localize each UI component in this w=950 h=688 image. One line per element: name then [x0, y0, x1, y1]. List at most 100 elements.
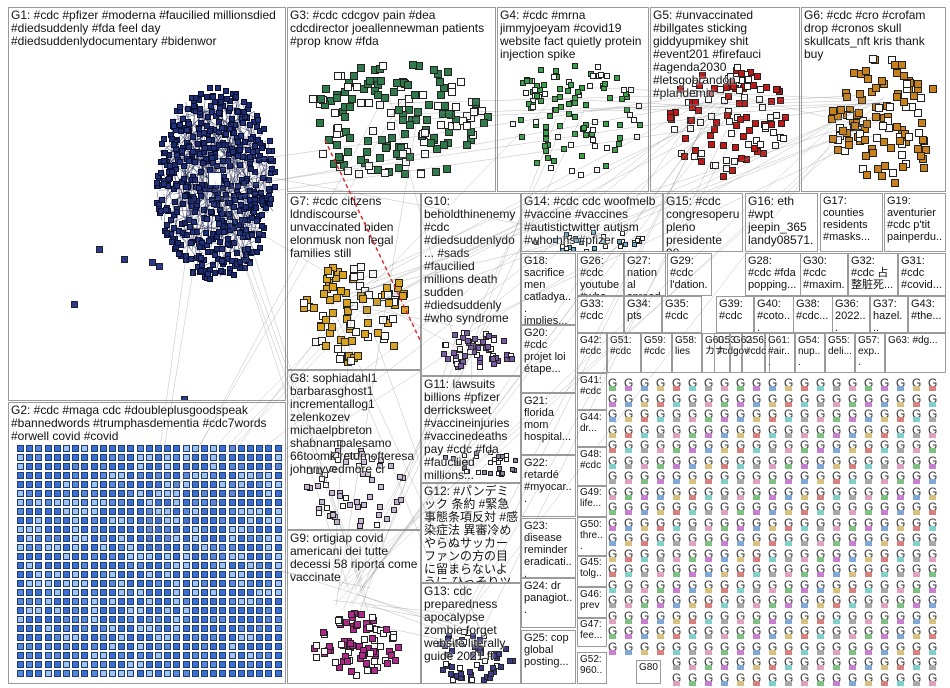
node[interactable]	[834, 146, 843, 155]
node[interactable]	[609, 401, 616, 407]
node[interactable]	[657, 417, 664, 422]
node[interactable]	[35, 553, 43, 560]
node[interactable]	[118, 634, 126, 641]
node[interactable]	[227, 105, 234, 112]
node[interactable]	[865, 510, 872, 515]
node[interactable]	[118, 553, 126, 560]
node[interactable]	[109, 535, 116, 542]
node[interactable]	[182, 661, 190, 668]
node[interactable]	[118, 445, 126, 452]
node[interactable]	[260, 126, 267, 133]
node[interactable]	[346, 357, 355, 366]
node[interactable]	[753, 618, 760, 624]
node[interactable]	[265, 616, 273, 623]
node[interactable]	[191, 454, 199, 461]
node[interactable]	[158, 208, 165, 215]
node[interactable]	[26, 445, 34, 452]
node[interactable]	[673, 634, 680, 639]
node[interactable]	[929, 680, 936, 686]
node[interactable]	[63, 598, 70, 605]
node[interactable]	[502, 646, 509, 653]
node[interactable]	[81, 481, 89, 488]
node[interactable]	[705, 510, 712, 515]
node[interactable]	[489, 664, 496, 671]
node[interactable]	[136, 598, 144, 605]
node[interactable]	[118, 481, 126, 488]
node[interactable]	[182, 616, 190, 623]
node[interactable]	[237, 526, 245, 533]
node[interactable]	[833, 556, 840, 562]
node[interactable]	[753, 463, 760, 469]
node[interactable]	[267, 155, 274, 162]
node[interactable]	[53, 670, 61, 677]
node[interactable]	[737, 448, 744, 453]
node[interactable]	[90, 544, 98, 551]
node[interactable]	[90, 589, 98, 596]
node[interactable]	[564, 87, 571, 94]
node[interactable]	[553, 106, 560, 113]
node[interactable]	[801, 432, 808, 438]
node[interactable]	[753, 556, 760, 562]
node[interactable]	[81, 526, 89, 533]
node[interactable]	[118, 580, 126, 587]
node[interactable]	[697, 158, 705, 166]
node[interactable]	[17, 652, 24, 659]
node[interactable]	[237, 643, 245, 650]
node[interactable]	[145, 598, 153, 605]
node[interactable]	[833, 618, 840, 624]
node[interactable]	[164, 508, 172, 515]
node[interactable]	[413, 107, 422, 116]
node[interactable]	[897, 665, 904, 670]
node[interactable]	[913, 417, 920, 422]
node[interactable]	[255, 230, 262, 237]
node[interactable]	[201, 553, 208, 560]
node[interactable]	[181, 396, 188, 400]
node[interactable]	[258, 190, 265, 197]
node[interactable]	[346, 502, 353, 509]
node[interactable]	[237, 544, 245, 551]
node[interactable]	[387, 134, 396, 143]
node[interactable]	[81, 508, 89, 515]
node[interactable]	[256, 490, 264, 497]
node[interactable]	[127, 634, 135, 641]
node[interactable]	[773, 112, 781, 120]
node[interactable]	[388, 651, 396, 659]
node[interactable]	[909, 91, 918, 100]
node[interactable]	[817, 386, 824, 391]
node[interactable]	[219, 634, 227, 641]
node[interactable]	[609, 432, 616, 438]
node[interactable]	[345, 103, 354, 112]
node[interactable]	[482, 657, 489, 664]
node[interactable]	[785, 494, 792, 500]
node[interactable]	[274, 481, 282, 488]
node[interactable]	[913, 649, 920, 655]
node[interactable]	[817, 649, 824, 655]
node[interactable]	[219, 508, 227, 515]
node[interactable]	[274, 544, 282, 551]
node[interactable]	[609, 572, 616, 577]
node[interactable]	[347, 320, 356, 329]
node[interactable]	[523, 77, 530, 84]
node[interactable]	[228, 472, 236, 479]
node[interactable]	[303, 484, 310, 491]
node[interactable]	[35, 535, 43, 542]
node[interactable]	[801, 386, 808, 391]
node[interactable]	[929, 463, 936, 469]
node[interactable]	[228, 607, 236, 614]
node[interactable]	[626, 112, 633, 119]
node[interactable]	[149, 259, 156, 266]
node[interactable]	[63, 634, 70, 641]
node[interactable]	[436, 121, 445, 130]
node[interactable]	[235, 138, 242, 145]
node[interactable]	[164, 517, 172, 524]
node[interactable]	[849, 634, 856, 639]
node[interactable]	[63, 562, 70, 569]
node[interactable]	[256, 517, 264, 524]
node[interactable]	[136, 553, 144, 560]
node[interactable]	[657, 386, 664, 391]
node[interactable]	[681, 153, 689, 161]
node[interactable]	[721, 556, 728, 562]
node[interactable]	[118, 652, 126, 659]
node[interactable]	[609, 556, 616, 562]
node[interactable]	[201, 625, 208, 632]
